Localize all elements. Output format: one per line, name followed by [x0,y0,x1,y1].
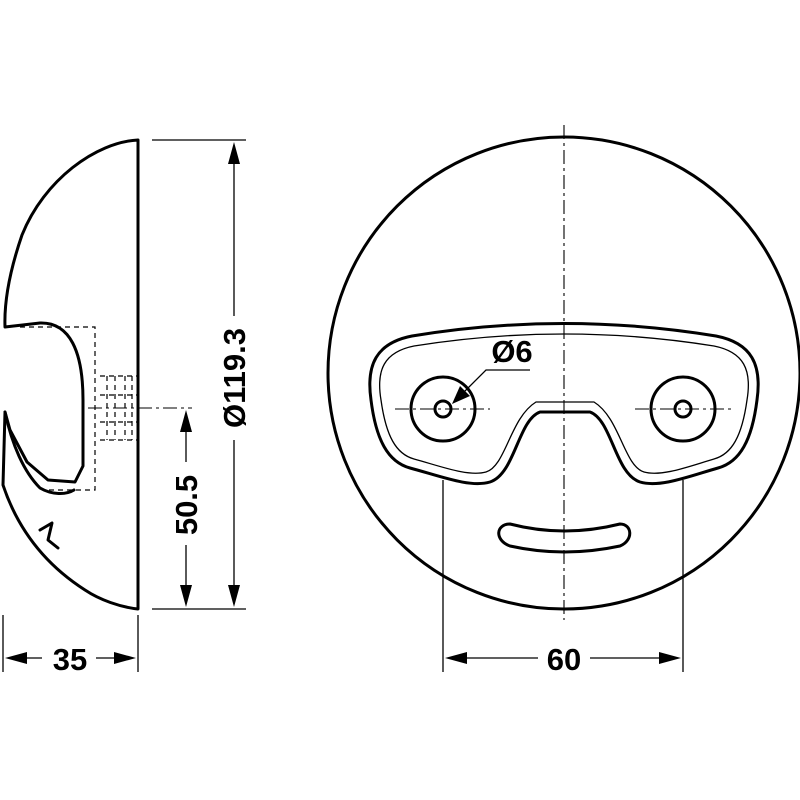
hole-spacing-dimension: 60 [442,480,684,677]
slot [497,522,632,554]
side-view [1,138,192,611]
side-view-notch [38,521,60,550]
mounting-plate-inner [379,333,749,474]
offset-dimension: 50.5 [169,410,204,607]
front-view: Ø6 [326,125,800,620]
diameter-dimension: Ø119.3 [152,139,252,610]
arrowhead [659,652,681,664]
arrowhead [114,652,136,664]
arrowhead [228,142,240,164]
arrowhead [228,585,240,607]
mounting-plate-outline [368,322,760,486]
arrowhead [180,410,192,432]
arrowhead [445,652,467,664]
depth-label: 35 [53,642,87,677]
hole-spacing-label: 60 [547,642,581,677]
depth-dimension: 35 [2,615,139,677]
arrowhead [5,652,27,664]
side-view-hook-inner [3,410,76,495]
offset-label: 50.5 [169,475,204,535]
diameter-label: Ø119.3 [217,328,252,428]
hole-diameter-leader [457,369,530,399]
side-view-outline [1,138,140,611]
arrowhead [452,386,470,404]
hole-diameter-label: Ø6 [491,334,532,369]
arrowhead [180,585,192,607]
